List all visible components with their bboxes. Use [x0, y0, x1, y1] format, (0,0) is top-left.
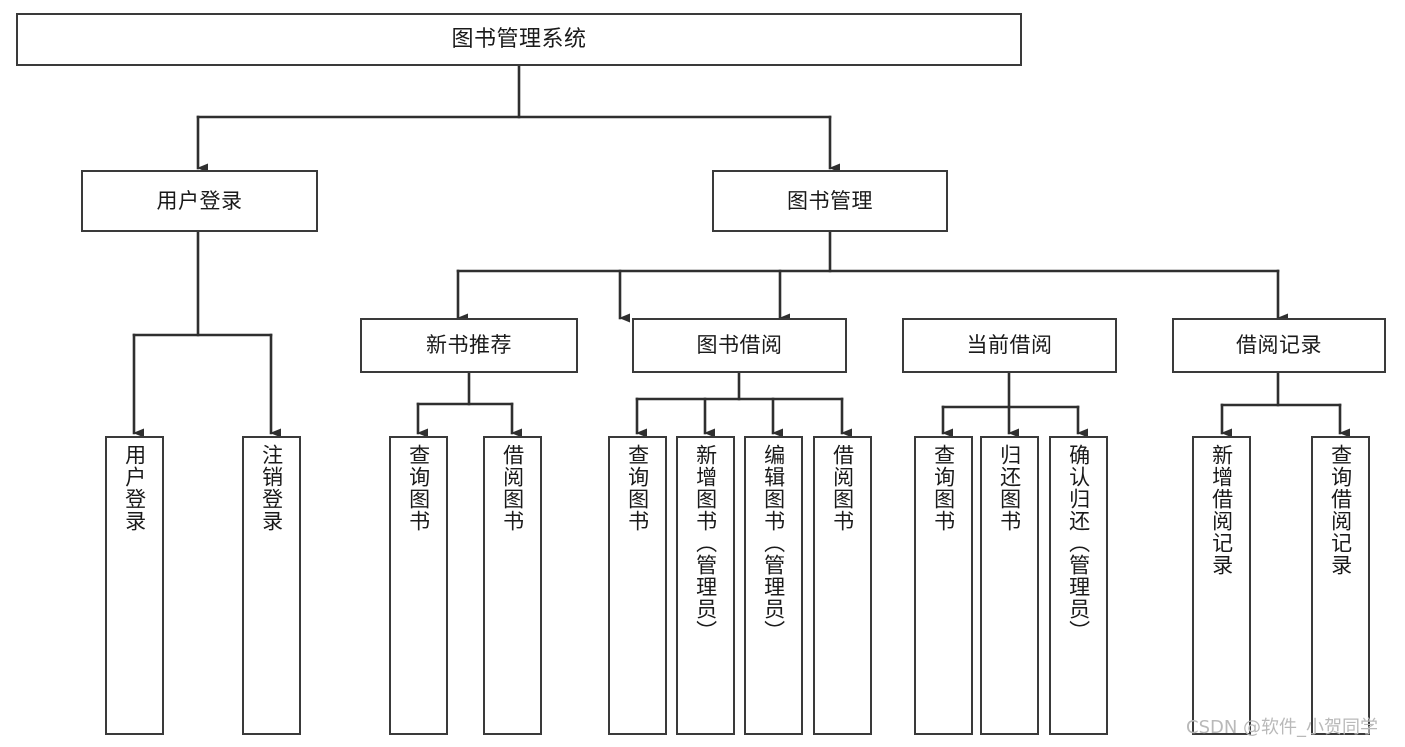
node-label: 查询图书 — [931, 444, 956, 532]
node-root-system[interactable]: 图书管理系统 — [16, 13, 1022, 66]
node-borrow-record[interactable]: 借阅记录 — [1172, 318, 1386, 373]
node-label: 确认归还（管理员） — [1066, 444, 1091, 642]
node-new-book-recommend[interactable]: 新书推荐 — [360, 318, 578, 373]
node-label: 图书借阅 — [696, 333, 783, 358]
node-book-manage[interactable]: 图书管理 — [712, 170, 948, 232]
node-label: 查询图书 — [406, 444, 431, 532]
node-leaf-query-book-borrow[interactable]: 查询图书 — [608, 436, 667, 735]
node-leaf-query-book-recommend[interactable]: 查询图书 — [389, 436, 448, 735]
node-leaf-user-login[interactable]: 用户登录 — [105, 436, 164, 735]
node-leaf-borrow-book-recommend[interactable]: 借阅图书 — [483, 436, 542, 735]
node-label: 用户登录 — [122, 444, 147, 532]
node-leaf-add-record[interactable]: 新增借阅记录 — [1192, 436, 1251, 735]
node-leaf-return-book[interactable]: 归还图书 — [980, 436, 1039, 735]
node-label: 新增借阅记录 — [1209, 444, 1234, 576]
node-label: 图书管理 — [787, 188, 873, 213]
node-label: 注销登录 — [259, 444, 284, 532]
node-leaf-add-book[interactable]: 新增图书（管理员） — [676, 436, 735, 735]
node-label: 查询借阅记录 — [1328, 444, 1353, 576]
csdn-watermark: CSDN @软件_小贺同学 — [1186, 717, 1379, 738]
node-label: 新书推荐 — [426, 333, 512, 358]
node-book-borrow[interactable]: 图书借阅 — [632, 318, 847, 373]
node-label: 借阅图书 — [500, 444, 525, 532]
node-user-login[interactable]: 用户登录 — [81, 170, 318, 232]
node-leaf-borrow-book[interactable]: 借阅图书 — [813, 436, 872, 735]
node-leaf-query-record[interactable]: 查询借阅记录 — [1311, 436, 1370, 735]
node-leaf-user-logout[interactable]: 注销登录 — [242, 436, 301, 735]
node-label: 查询图书 — [625, 444, 650, 532]
node-leaf-confirm-return[interactable]: 确认归还（管理员） — [1049, 436, 1108, 735]
node-label: 新增图书（管理员） — [693, 444, 718, 642]
node-label: 当前借阅 — [966, 333, 1053, 358]
node-label: 图书管理系统 — [451, 26, 587, 52]
node-label: 归还图书 — [997, 444, 1022, 532]
node-label: 借阅图书 — [830, 444, 855, 532]
node-leaf-query-book-current[interactable]: 查询图书 — [914, 436, 973, 735]
node-label: 借阅记录 — [1236, 333, 1322, 358]
node-label: 编辑图书（管理员） — [761, 444, 786, 642]
node-leaf-edit-book[interactable]: 编辑图书（管理员） — [744, 436, 803, 735]
node-label: 用户登录 — [156, 188, 243, 213]
node-current-borrow[interactable]: 当前借阅 — [902, 318, 1117, 373]
